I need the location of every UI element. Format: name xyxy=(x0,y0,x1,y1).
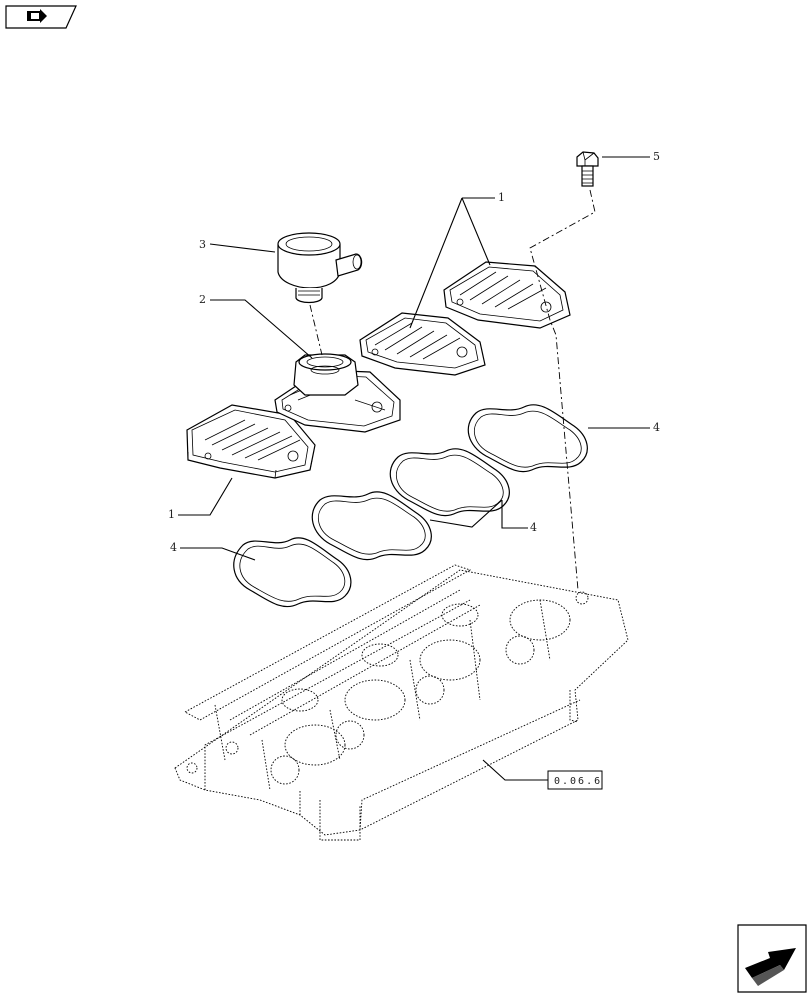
breather-cap xyxy=(277,232,363,304)
callout-5: 5 xyxy=(653,150,660,163)
callout-1-bottom: 1 xyxy=(168,508,175,521)
bolt xyxy=(576,151,599,187)
gasket-right xyxy=(467,404,588,473)
callout-2: 2 xyxy=(199,293,206,306)
assembly-lines xyxy=(309,189,596,591)
reference-label: 0.06.6 xyxy=(554,776,602,787)
rocker-cover-front xyxy=(186,404,316,479)
gasket-middle-left xyxy=(311,491,432,561)
leader-lines xyxy=(178,156,650,781)
rocker-cover-rear-left xyxy=(359,312,486,376)
callout-4-right: 4 xyxy=(653,421,660,434)
callout-4-middle: 4 xyxy=(530,521,537,534)
rocker-cover-with-filler xyxy=(274,353,401,433)
callout-4-left: 4 xyxy=(170,541,177,554)
book-arrow-icon[interactable] xyxy=(5,5,77,29)
callout-3: 3 xyxy=(199,238,206,251)
reference-box[interactable]: 0.06.6 xyxy=(547,770,603,790)
callout-1-top: 1 xyxy=(498,191,505,204)
next-page-arrow-icon[interactable] xyxy=(737,924,807,993)
gasket-left xyxy=(233,537,352,608)
rocker-cover-rear-right xyxy=(443,261,571,329)
cylinder-head xyxy=(174,564,629,841)
